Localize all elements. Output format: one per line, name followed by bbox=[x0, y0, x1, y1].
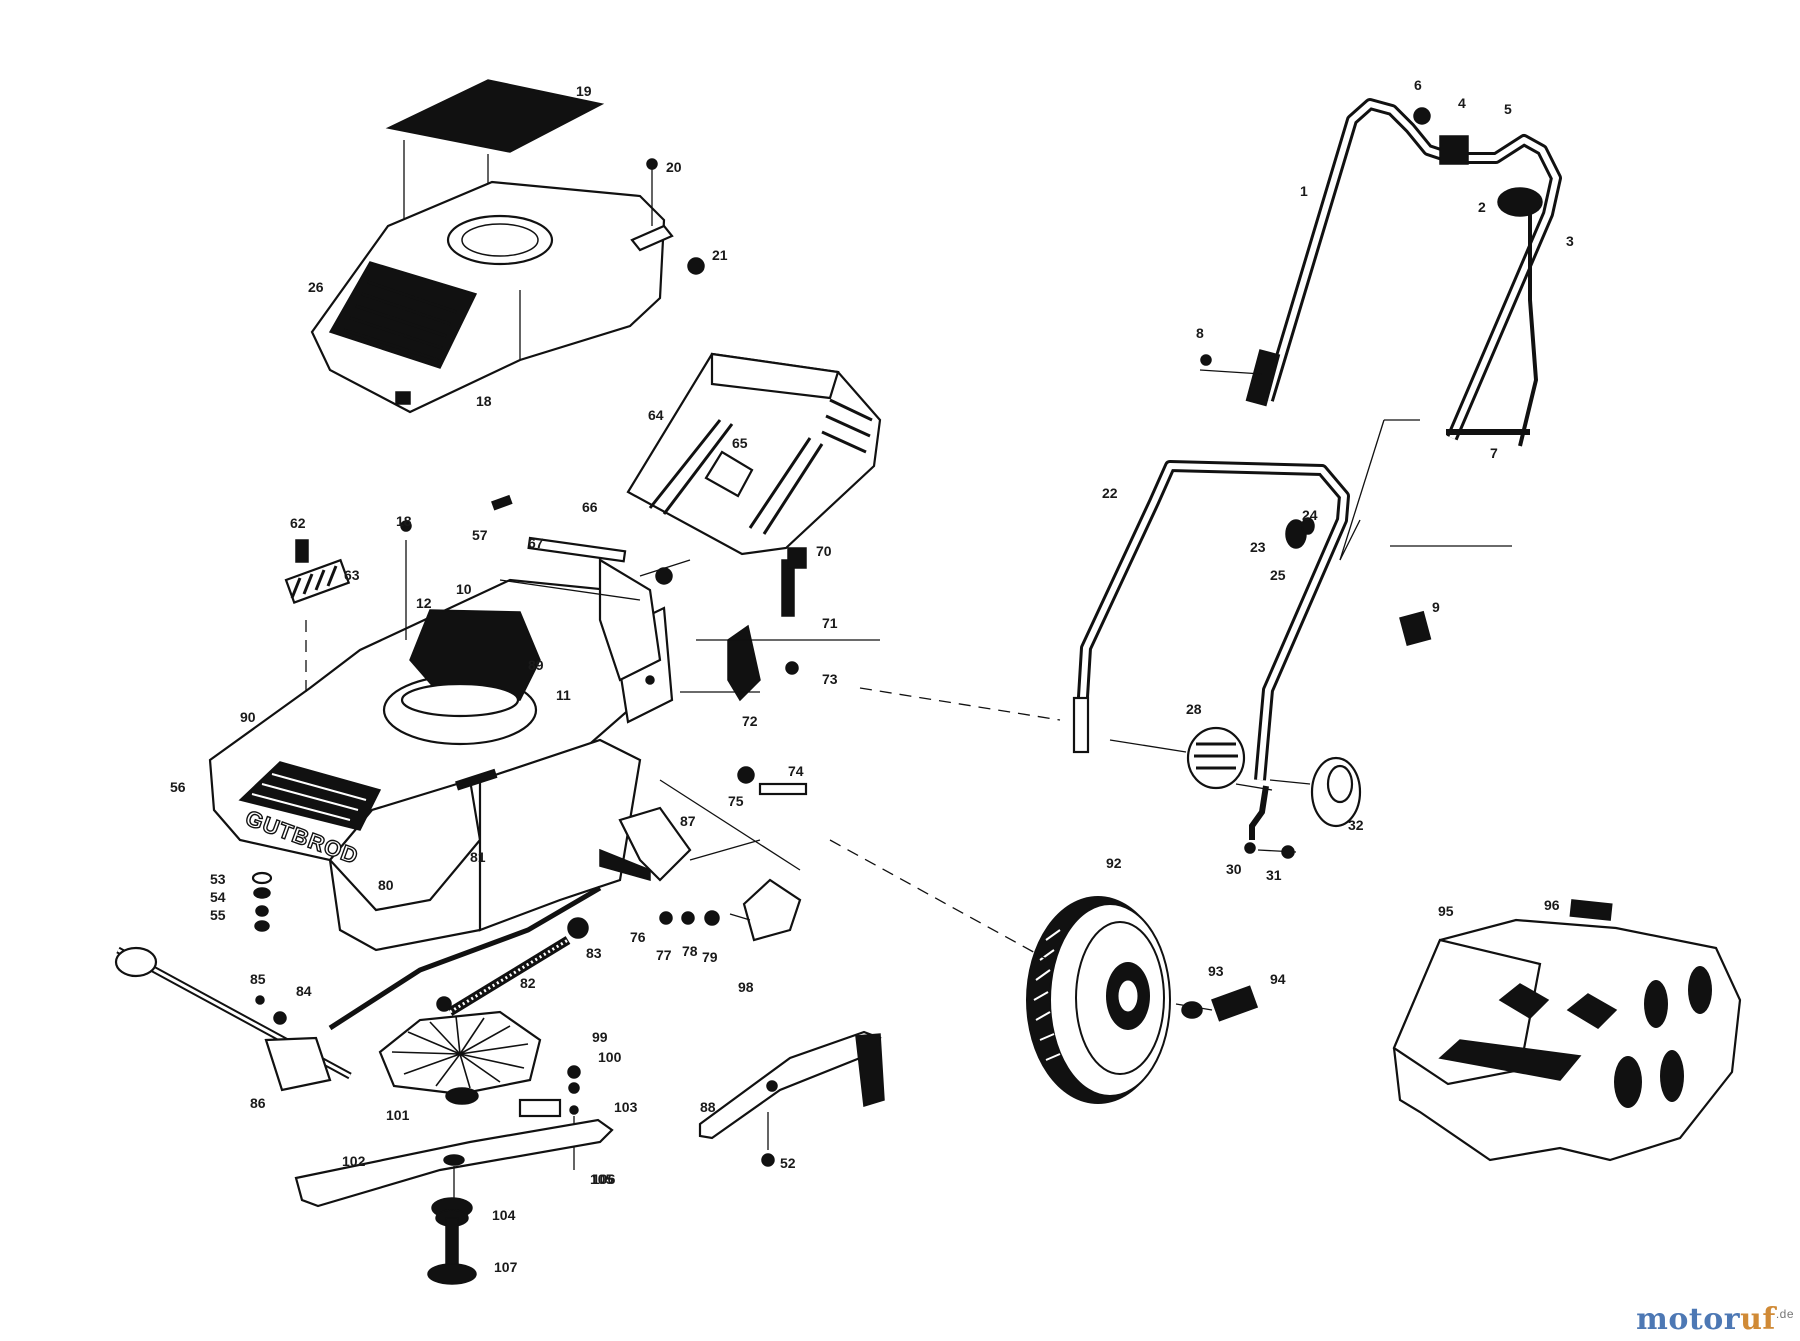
wheel bbox=[1026, 896, 1171, 1104]
grass-catcher bbox=[1392, 899, 1742, 1162]
part-label: 32 bbox=[1348, 817, 1364, 833]
part-label: 96 bbox=[1544, 897, 1560, 913]
part-label: 64 bbox=[648, 407, 664, 423]
part-label: 62 bbox=[290, 515, 306, 531]
part-label: 7 bbox=[1490, 445, 1498, 461]
part-label: 28 bbox=[1186, 701, 1202, 717]
part-label: 95 bbox=[1438, 903, 1454, 919]
part-label: 52 bbox=[780, 1155, 796, 1171]
part-label: 56 bbox=[170, 779, 186, 795]
mower-deck: GUTBROD bbox=[208, 558, 674, 952]
part-label: 11 bbox=[556, 687, 571, 703]
handle-knob-left bbox=[1186, 726, 1246, 790]
washer-stack bbox=[251, 871, 273, 932]
part-label: 78 bbox=[682, 943, 698, 959]
part-label: 30 bbox=[1226, 861, 1242, 877]
part-label: 6 bbox=[1414, 77, 1422, 93]
part-label: 26 bbox=[308, 279, 324, 295]
part-label: 12 bbox=[416, 595, 432, 611]
part-label: 73 bbox=[822, 671, 838, 687]
handle-lower bbox=[1072, 460, 1350, 781]
part-label: 79 bbox=[702, 949, 718, 965]
part-label: 80 bbox=[378, 877, 394, 893]
part-label: 10 bbox=[456, 581, 472, 597]
part-label: 57 bbox=[472, 527, 488, 543]
part-label: 8 bbox=[1196, 325, 1204, 341]
part-label: 89 bbox=[528, 657, 544, 673]
watermark-tld: .de bbox=[1775, 1307, 1794, 1321]
part-label: 21 bbox=[712, 247, 728, 263]
mower-blade bbox=[294, 1118, 614, 1208]
site-watermark: motoruf.de bbox=[1636, 1302, 1794, 1337]
part-number-labels: 19 20 21 26 18 64 65 66 67 70 71 72 73 7… bbox=[170, 77, 1574, 1275]
part-label: 54 bbox=[210, 889, 226, 905]
grassbox-cover bbox=[310, 180, 674, 414]
part-label: 75 bbox=[728, 793, 744, 809]
blade-fan bbox=[378, 1010, 542, 1105]
part-label: 1 bbox=[1300, 183, 1308, 199]
part-label: 103 bbox=[614, 1099, 638, 1115]
part-label: 101 bbox=[386, 1107, 410, 1123]
part-label: 25 bbox=[1270, 567, 1286, 583]
part-label: 67 bbox=[528, 535, 544, 551]
part-label: 86 bbox=[250, 1095, 266, 1111]
deflector-plate bbox=[698, 1030, 885, 1140]
part-label: 23 bbox=[1250, 539, 1266, 555]
part-label: 100 bbox=[598, 1049, 622, 1065]
part-label: 77 bbox=[656, 947, 672, 963]
part-label: 106 bbox=[592, 1171, 616, 1187]
part-label: 55 bbox=[210, 907, 226, 923]
part-label: 20 bbox=[666, 159, 682, 175]
part-label: 72 bbox=[742, 713, 758, 729]
part-label: 94 bbox=[1270, 971, 1286, 987]
part-label: 83 bbox=[586, 945, 602, 961]
part-label: 71 bbox=[822, 615, 838, 631]
part-label: 98 bbox=[738, 979, 754, 995]
part-label: 24 bbox=[1302, 507, 1318, 523]
part-label: 63 bbox=[344, 567, 360, 583]
part-label: 53 bbox=[210, 871, 226, 887]
part-label: 92 bbox=[1106, 855, 1122, 871]
part-label: 19 bbox=[576, 83, 592, 99]
rear-axle bbox=[114, 946, 352, 1092]
part-label: 93 bbox=[1208, 963, 1224, 979]
part-label: 104 bbox=[492, 1207, 516, 1223]
drive-rod bbox=[328, 885, 602, 1031]
part-label: 18 bbox=[396, 513, 412, 529]
part-label: 87 bbox=[680, 813, 696, 829]
part-label: 70 bbox=[816, 543, 832, 559]
part-label: 90 bbox=[240, 709, 256, 725]
rear-flap bbox=[626, 352, 882, 556]
watermark-brand-accent: uf bbox=[1740, 1302, 1776, 1337]
part-label: 31 bbox=[1266, 867, 1282, 883]
part-label: 66 bbox=[582, 499, 598, 515]
handle-upper bbox=[1245, 98, 1562, 447]
part-label: 4 bbox=[1458, 95, 1466, 111]
part-label: 2 bbox=[1478, 199, 1486, 215]
part-label: 74 bbox=[788, 763, 804, 779]
part-label: 5 bbox=[1504, 101, 1512, 117]
part-label: 9 bbox=[1432, 599, 1440, 615]
part-label: 102 bbox=[342, 1153, 366, 1169]
part-label: 81 bbox=[470, 849, 486, 865]
part-label: 88 bbox=[700, 1099, 716, 1115]
part-label: 82 bbox=[520, 975, 536, 991]
part-label: 84 bbox=[296, 983, 312, 999]
handle-knob-right bbox=[1310, 756, 1362, 828]
watermark-brand: motor bbox=[1636, 1302, 1741, 1337]
part-label: 107 bbox=[494, 1259, 518, 1275]
part-label: 105 bbox=[590, 1171, 614, 1187]
part-label: 18 bbox=[476, 393, 492, 409]
part-label: 99 bbox=[592, 1029, 608, 1045]
part-label: 3 bbox=[1566, 233, 1574, 249]
part-label: 76 bbox=[630, 929, 646, 945]
part-label: 22 bbox=[1102, 485, 1118, 501]
part-label: 85 bbox=[250, 971, 266, 987]
grassbox-lid-top bbox=[385, 79, 605, 153]
part-label: 65 bbox=[732, 435, 748, 451]
